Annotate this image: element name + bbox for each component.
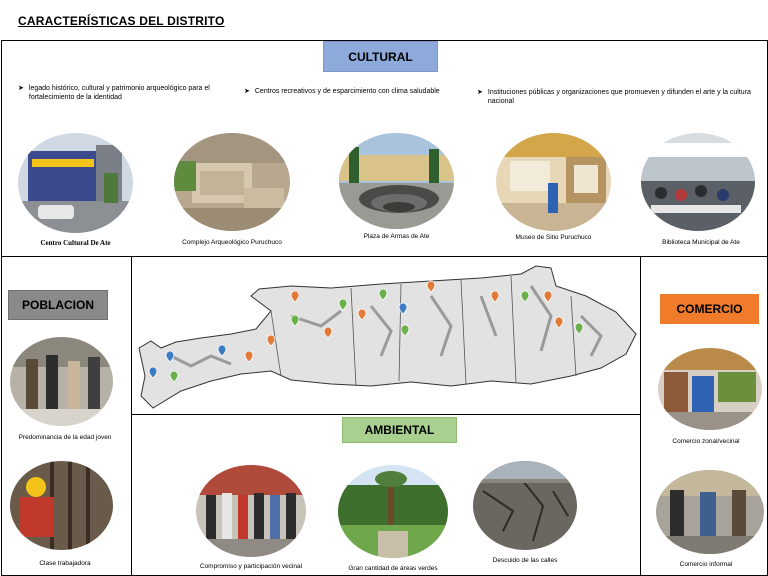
- page-title: CARACTERÍSTICAS DEL DISTRITO: [18, 14, 225, 28]
- map-pin-icon: [400, 324, 410, 337]
- photo-poblacion-trabajadora: [10, 461, 113, 550]
- cultural-banner: CULTURAL: [323, 41, 438, 72]
- photo-puruchuco-complex: [174, 133, 290, 231]
- comercio-banner: COMERCIO: [660, 294, 759, 324]
- arrow-right-icon: ➤: [244, 88, 250, 95]
- map-pin-icon: [290, 290, 300, 303]
- map-pin-icon: [323, 326, 333, 339]
- caption-ambiental-calles: Descuido de las calles: [492, 557, 558, 564]
- map-pin-icon: [244, 350, 254, 363]
- map-pin-icon: [165, 350, 175, 363]
- map-pin-icon: [266, 334, 276, 347]
- caption-plaza-armas: Plaza de Armas de Ate: [363, 233, 430, 240]
- bullet-text: legado histórico, cultural y patrimonio …: [28, 85, 210, 101]
- cultural-bullet-3: ➤ Instituciones públicas y organizacione…: [477, 88, 757, 106]
- bullet-text: Instituciones públicas y organizaciones …: [487, 89, 751, 105]
- arrow-right-icon: ➤: [18, 85, 24, 92]
- photo-ambiental-verdes: [338, 465, 448, 558]
- district-divisions: [270, 275, 577, 387]
- map-pin-icon: [378, 288, 388, 301]
- photo-museo-sitio: [496, 133, 611, 231]
- photo-poblacion-jovenes: [10, 337, 113, 426]
- poblacion-banner: POBLACION: [8, 290, 108, 320]
- map-pin-icon: [426, 280, 436, 293]
- map-pin-icon: [357, 308, 367, 321]
- caption-poblacion-trabajadora: Clase trabajadora: [39, 560, 91, 567]
- photo-plaza-armas: [339, 133, 454, 229]
- map-pin-icon: [290, 314, 300, 327]
- caption-poblacion-jovenes: Predominancia de la edad joven: [18, 434, 112, 441]
- photo-centro-cultural: [18, 133, 133, 233]
- cultural-bullet-1: ➤ legado histórico, cultural y patrimoni…: [18, 84, 233, 102]
- urban-texture: [170, 285, 603, 368]
- caption-museo-sitio: Museo de Sitio Puruchuco: [515, 234, 592, 241]
- caption-comercio-zonal: Comercio zonal/vecinal: [672, 438, 740, 445]
- photo-ambiental-vecinal: [196, 465, 306, 557]
- map-pin-icon: [574, 322, 584, 335]
- caption-ambiental-vecinal: Compromiso y participación vecinal: [199, 563, 303, 570]
- district-map: [131, 256, 640, 414]
- photo-comercio-zonal: [658, 348, 762, 430]
- map-pin-icon: [398, 302, 408, 315]
- map-pin-icon: [338, 298, 348, 311]
- caption-puruchuco-complex: Complejo Arqueológico Puruchuco: [182, 239, 282, 246]
- map-pin-icon: [520, 290, 530, 303]
- arrow-right-icon: ➤: [477, 89, 483, 96]
- photo-ambiental-calles: [473, 461, 577, 550]
- photo-biblioteca: [641, 133, 755, 231]
- caption-comercio-informal: Comercio informal: [679, 561, 733, 568]
- photo-comercio-informal: [656, 470, 764, 554]
- map-pin-icon: [217, 344, 227, 357]
- bullet-text: Centros recreativos y de esparcimiento c…: [254, 88, 440, 95]
- cultural-bullet-2: ➤ Centros recreativos y de esparcimiento…: [244, 87, 469, 96]
- caption-centro-cultural: Centro Cultural De Ate: [40, 239, 111, 247]
- map-pin-icon: [543, 290, 553, 303]
- map-pin-icon: [169, 370, 179, 383]
- map-pin-icon: [554, 316, 564, 329]
- caption-biblioteca: Biblioteca Municipal de Ate: [662, 239, 740, 246]
- map-pin-icon: [148, 366, 158, 379]
- ambiental-banner: AMBIENTAL: [342, 417, 457, 443]
- map-pin-icon: [490, 290, 500, 303]
- caption-ambiental-verdes: Gran cantidad de áreas verdes: [348, 565, 438, 572]
- map-pins: [148, 280, 584, 383]
